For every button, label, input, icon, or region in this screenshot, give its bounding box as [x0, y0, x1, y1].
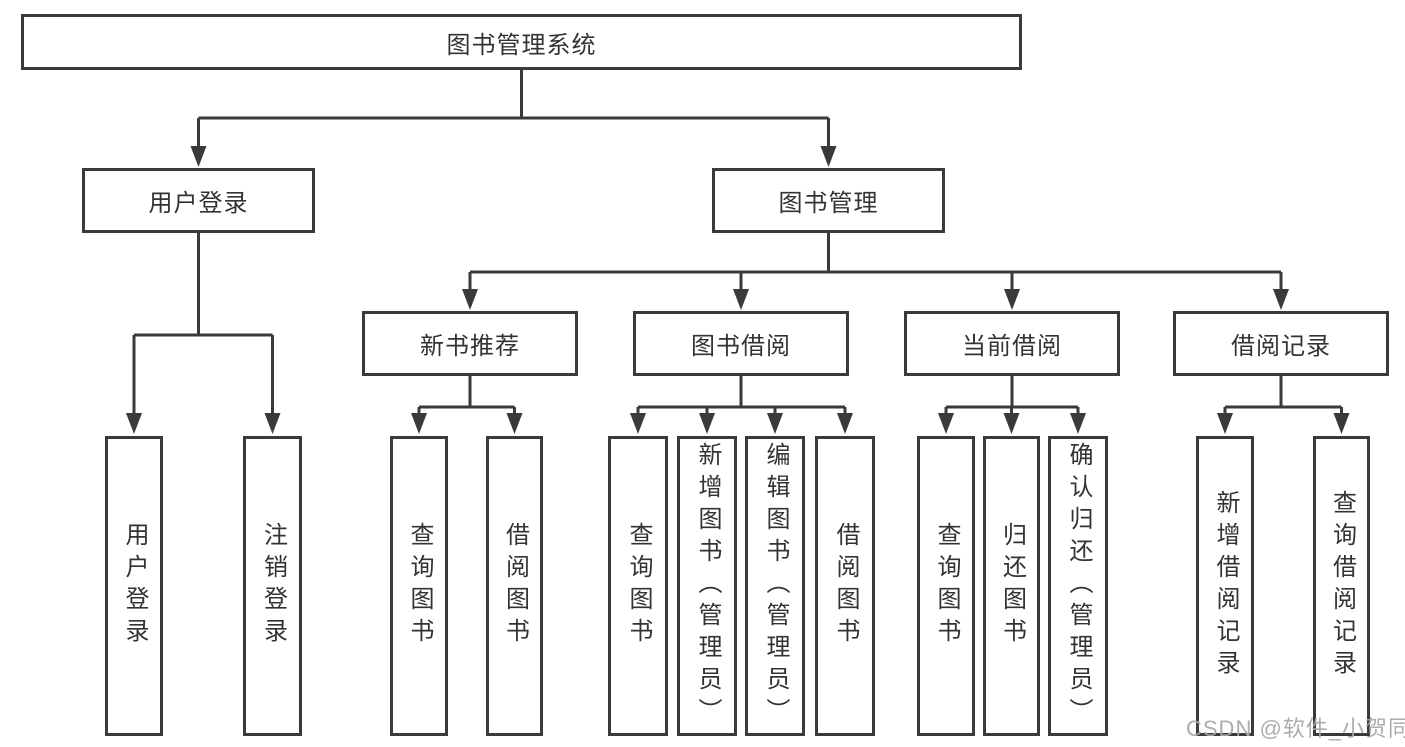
- leaf-logout: 注销登录: [243, 436, 302, 736]
- leaf-label: 新增图书（管理员）: [694, 442, 721, 730]
- leaf-label: 确认归还（管理员）: [1065, 442, 1092, 730]
- leaf-borrow-book-1: 借阅图书: [486, 436, 543, 736]
- node-borrow-record: 借阅记录: [1173, 311, 1389, 376]
- leaf-label: 归还图书: [998, 522, 1026, 650]
- arrowhead: [1217, 413, 1233, 434]
- node-book-borrow-label: 图书借阅: [691, 333, 791, 360]
- leaf-query-book-2: 查询图书: [608, 436, 668, 736]
- leaf-add-borrow-record: 新增借阅记录: [1196, 436, 1254, 736]
- arrowhead: [1003, 413, 1020, 434]
- leaf-label: 用户登录: [121, 522, 148, 650]
- leaf-label: 借阅图书: [832, 522, 859, 650]
- leaf-label: 查询借阅记录: [1328, 490, 1356, 682]
- leaf-label: 查询图书: [625, 522, 652, 650]
- arrowhead: [462, 289, 478, 310]
- leaf-label: 查询图书: [933, 522, 960, 650]
- leaf-label: 借阅图书: [501, 522, 529, 650]
- leaf-label: 查询图书: [406, 522, 433, 650]
- arrowhead: [190, 146, 207, 167]
- node-new-book-recommend: 新书推荐: [362, 311, 578, 376]
- connector-borrow-record: [1223, 376, 1343, 415]
- arrowhead: [126, 413, 142, 434]
- arrowhead: [1070, 413, 1086, 434]
- leaf-confirm-return-admin: 确认归还（管理员）: [1048, 436, 1108, 736]
- connector-book-borrow: [636, 376, 847, 415]
- leaf-query-borrow-record: 查询借阅记录: [1313, 436, 1370, 736]
- arrowhead: [938, 413, 954, 434]
- arrowhead: [264, 413, 281, 434]
- leaf-query-book-3: 查询图书: [917, 436, 975, 736]
- node-book-borrow: 图书借阅: [633, 311, 849, 376]
- node-root: 图书管理系统: [21, 14, 1022, 70]
- leaf-query-book-1: 查询图书: [390, 436, 448, 736]
- connector-new-book: [417, 376, 516, 415]
- node-new-book-recommend-label: 新书推荐: [420, 333, 520, 360]
- connector-root: [197, 70, 830, 148]
- leaf-add-book-admin: 新增图书（管理员）: [677, 436, 737, 736]
- arrowhead: [411, 413, 427, 434]
- leaf-borrow-book-2: 借阅图书: [815, 436, 875, 736]
- arrowhead: [767, 413, 783, 434]
- leaf-label: 新增借阅记录: [1212, 490, 1239, 682]
- node-current-borrow: 当前借阅: [904, 311, 1120, 376]
- leaf-edit-book-admin: 编辑图书（管理员）: [745, 436, 805, 736]
- arrowhead: [1273, 289, 1289, 310]
- node-user-login-label: 用户登录: [148, 190, 249, 217]
- leaf-label: 注销登录: [259, 522, 287, 650]
- node-user-login: 用户登录: [82, 168, 315, 233]
- node-book-management: 图书管理: [712, 168, 945, 233]
- arrowhead: [1004, 289, 1020, 310]
- leaf-label: 编辑图书（管理员）: [762, 442, 789, 730]
- arrowhead: [733, 289, 749, 310]
- node-book-management-label: 图书管理: [778, 190, 879, 217]
- node-borrow-record-label: 借阅记录: [1231, 333, 1331, 360]
- arrowhead: [820, 146, 837, 167]
- leaf-user-login: 用户登录: [105, 436, 163, 736]
- arrowhead: [630, 413, 646, 434]
- arrowhead: [837, 413, 853, 434]
- leaf-return-book: 归还图书: [983, 436, 1040, 736]
- node-current-borrow-label: 当前借阅: [962, 333, 1062, 360]
- arrowhead: [1333, 413, 1350, 434]
- arrowhead: [506, 413, 523, 434]
- node-root-label: 图书管理系统: [446, 31, 597, 59]
- connector-book-management: [468, 233, 1283, 292]
- arrowhead: [699, 413, 715, 434]
- csdn-watermark: CSDN @软件_小贺同学: [1186, 716, 1405, 741]
- connector-current-borrow: [944, 376, 1080, 415]
- connector-user-login: [132, 233, 274, 416]
